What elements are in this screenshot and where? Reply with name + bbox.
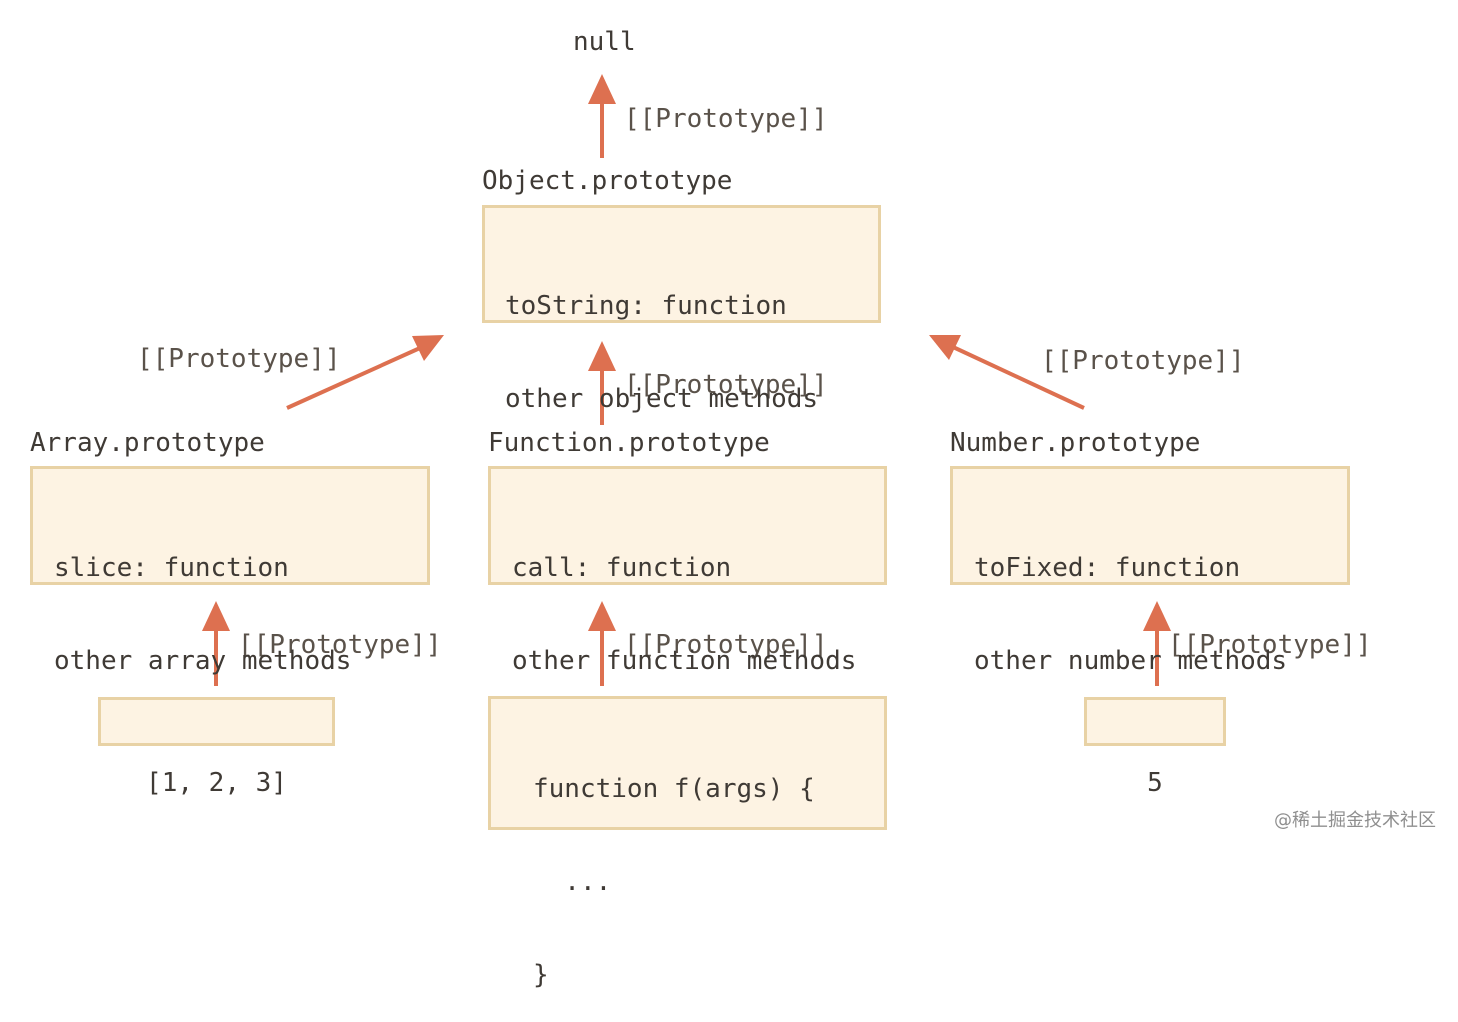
arrowhead-null [588, 74, 616, 104]
arrowhead-function-object [588, 341, 616, 371]
edge-label-array-instance: [[Prototype]] [238, 630, 442, 660]
function-instance-box: function f(args) { ... } [488, 696, 887, 990]
edge-label-array-object: [[Prototype]] [137, 344, 341, 374]
watermark: @稀土掘金技术社区 [1274, 810, 1436, 831]
number-prototype-title: Number.prototype [950, 428, 1201, 458]
edge-label-function-instance: [[Prototype]] [624, 630, 828, 660]
array-prototype-box: slice: function other array methods [30, 466, 430, 676]
array-instance-box: [1, 2, 3] [98, 697, 335, 798]
function-instance-line-2: ... [533, 867, 612, 897]
object-prototype-line-1: toString: function [505, 291, 787, 321]
number-prototype-line-2: other number methods [974, 646, 1288, 676]
array-prototype-title: Array.prototype [30, 428, 265, 458]
null-label: null [573, 27, 636, 57]
function-prototype-line-2: other function methods [512, 646, 857, 676]
number-instance-box: 5 [1084, 697, 1226, 798]
array-instance-value: [1, 2, 3] [146, 768, 287, 798]
edge-label-number-object: [[Prototype]] [1041, 346, 1245, 376]
object-prototype-box: toString: function other object methods [482, 205, 881, 414]
arrowhead-number-instance [1143, 601, 1171, 631]
arrowhead-function-instance [588, 601, 616, 631]
number-prototype-line-1: toFixed: function [974, 553, 1241, 583]
edge-label-number-instance: [[Prototype]] [1168, 630, 1372, 660]
array-prototype-line-1: slice: function [54, 553, 289, 583]
arrowhead-array-instance [202, 601, 230, 631]
arrow-number-to-object [952, 345, 1085, 410]
prototype-arrows [202, 74, 1171, 686]
number-prototype-box: toFixed: function other number methods [950, 466, 1350, 676]
edge-label-object-null: [[Prototype]] [624, 104, 828, 134]
arrow-array-to-object [286, 346, 421, 410]
array-prototype-line-2: other array methods [54, 646, 352, 676]
arrowhead-array-object [412, 335, 444, 361]
object-prototype-line-2: other object methods [505, 384, 819, 414]
number-instance-value: 5 [1147, 768, 1163, 798]
arrowhead-number-object [929, 335, 961, 360]
function-instance-line-1: function f(args) { [533, 774, 815, 804]
object-prototype-title: Object.prototype [482, 166, 733, 196]
function-prototype-box: call: function other function methods [488, 466, 887, 676]
function-instance-line-3: } [533, 960, 549, 990]
edge-label-function-object: [[Prototype]] [624, 370, 828, 400]
function-prototype-line-1: call: function [512, 553, 732, 583]
function-prototype-title: Function.prototype [488, 428, 770, 458]
